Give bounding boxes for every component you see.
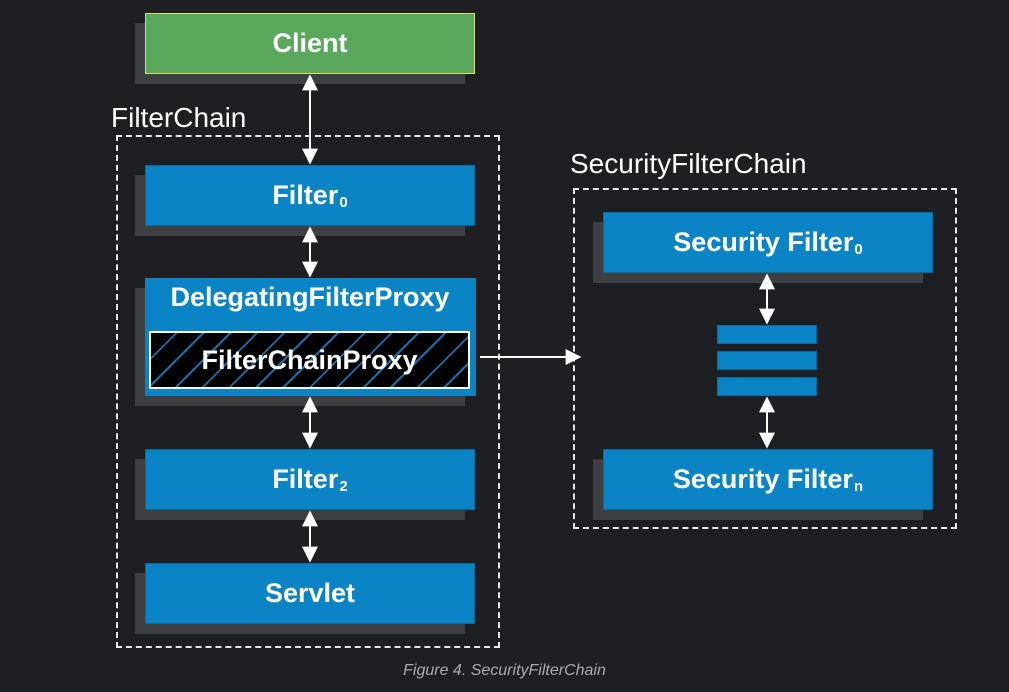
filter0-label: Filter [272, 180, 339, 210]
filter-chain-proxy-box: FilterChainProxy [149, 331, 470, 389]
client-label: Client [272, 28, 348, 58]
filter-chain-proxy-label: FilterChainProxy [201, 344, 418, 375]
security-filter0-subscript: 0 [854, 241, 863, 258]
security-filtern-label: Security Filter [672, 464, 853, 494]
filter-stack-bar-1 [717, 325, 817, 344]
security-filter-chain-label: SecurityFilterChain [570, 148, 807, 179]
filter-chain-label: FilterChain [111, 102, 247, 133]
filter2-label: Filter [272, 464, 339, 494]
filter-stack-bar-2 [717, 351, 817, 370]
security-filter0-label: Security Filter [673, 227, 854, 257]
filter0-subscript: 0 [339, 194, 348, 211]
servlet-label: Servlet [264, 578, 356, 608]
servlet-box: Servlet [145, 563, 475, 624]
client-box: Client [145, 13, 475, 74]
security-filtern-subscript: n [853, 478, 864, 495]
filter2-subscript: 2 [339, 478, 348, 495]
delegating-filter-proxy-label: DelegatingFilterProxy [146, 278, 474, 316]
filter-stack-bar-3 [717, 377, 817, 396]
figure-caption: Figure 4. SecurityFilterChain [403, 662, 606, 679]
